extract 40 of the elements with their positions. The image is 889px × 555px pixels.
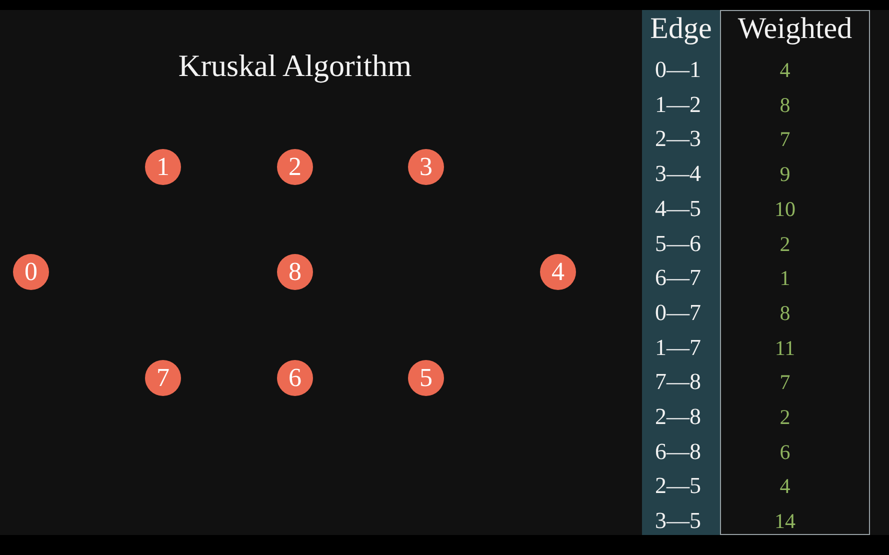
weight-value: 14	[774, 508, 796, 536]
column-header: Weighted	[736, 12, 854, 46]
weight-value: 1	[778, 265, 792, 292]
weight-value: 11	[774, 334, 796, 362]
vertex-number: 2	[288, 152, 302, 182]
edge-pair: 0—1	[654, 56, 702, 84]
edge-pair: 7—8	[654, 368, 702, 396]
weight-value: 4	[778, 473, 792, 500]
diagram-title: Kruskal Algorithm	[177, 47, 413, 85]
weight-value: 8	[778, 300, 792, 327]
edge-pair: 6—8	[654, 438, 702, 466]
weight-value: 2	[778, 230, 792, 258]
vertex-number: 0	[24, 257, 38, 287]
column-header: Edge	[649, 12, 713, 46]
weight-value: 7	[778, 369, 792, 396]
edge-pair: 6—7	[654, 264, 702, 292]
weight-value: 10	[774, 196, 796, 223]
edge-pair: 1—2	[654, 90, 702, 119]
weight-value: 9	[778, 161, 792, 188]
edge-pair: 1—7	[654, 334, 702, 362]
vertex-number: 4	[552, 257, 564, 287]
edge-pair: 4—5	[654, 194, 702, 223]
weight-value: 7	[778, 126, 792, 154]
vertex-number: 8	[288, 257, 302, 287]
weight-value: 4	[778, 57, 792, 84]
edge-pair: 3—4	[654, 160, 702, 188]
weight-value: 6	[778, 438, 792, 466]
edge-pair: 5—6	[654, 230, 702, 258]
edge-pair: 3—5	[654, 507, 702, 536]
vertex-number: 5	[420, 363, 432, 393]
vertex-number: 3	[420, 152, 432, 182]
vertex-number: 1	[156, 152, 170, 182]
edge-pair: 2—5	[654, 472, 702, 500]
edge-pair: 2—3	[654, 125, 702, 154]
weight-value: 2	[778, 404, 792, 431]
vertex-number: 7	[156, 363, 170, 393]
weight-value: 8	[778, 92, 792, 119]
edge-pair: 0—7	[654, 298, 702, 327]
vertex-number: 6	[288, 363, 302, 393]
edge-pair: 2—8	[654, 403, 702, 431]
